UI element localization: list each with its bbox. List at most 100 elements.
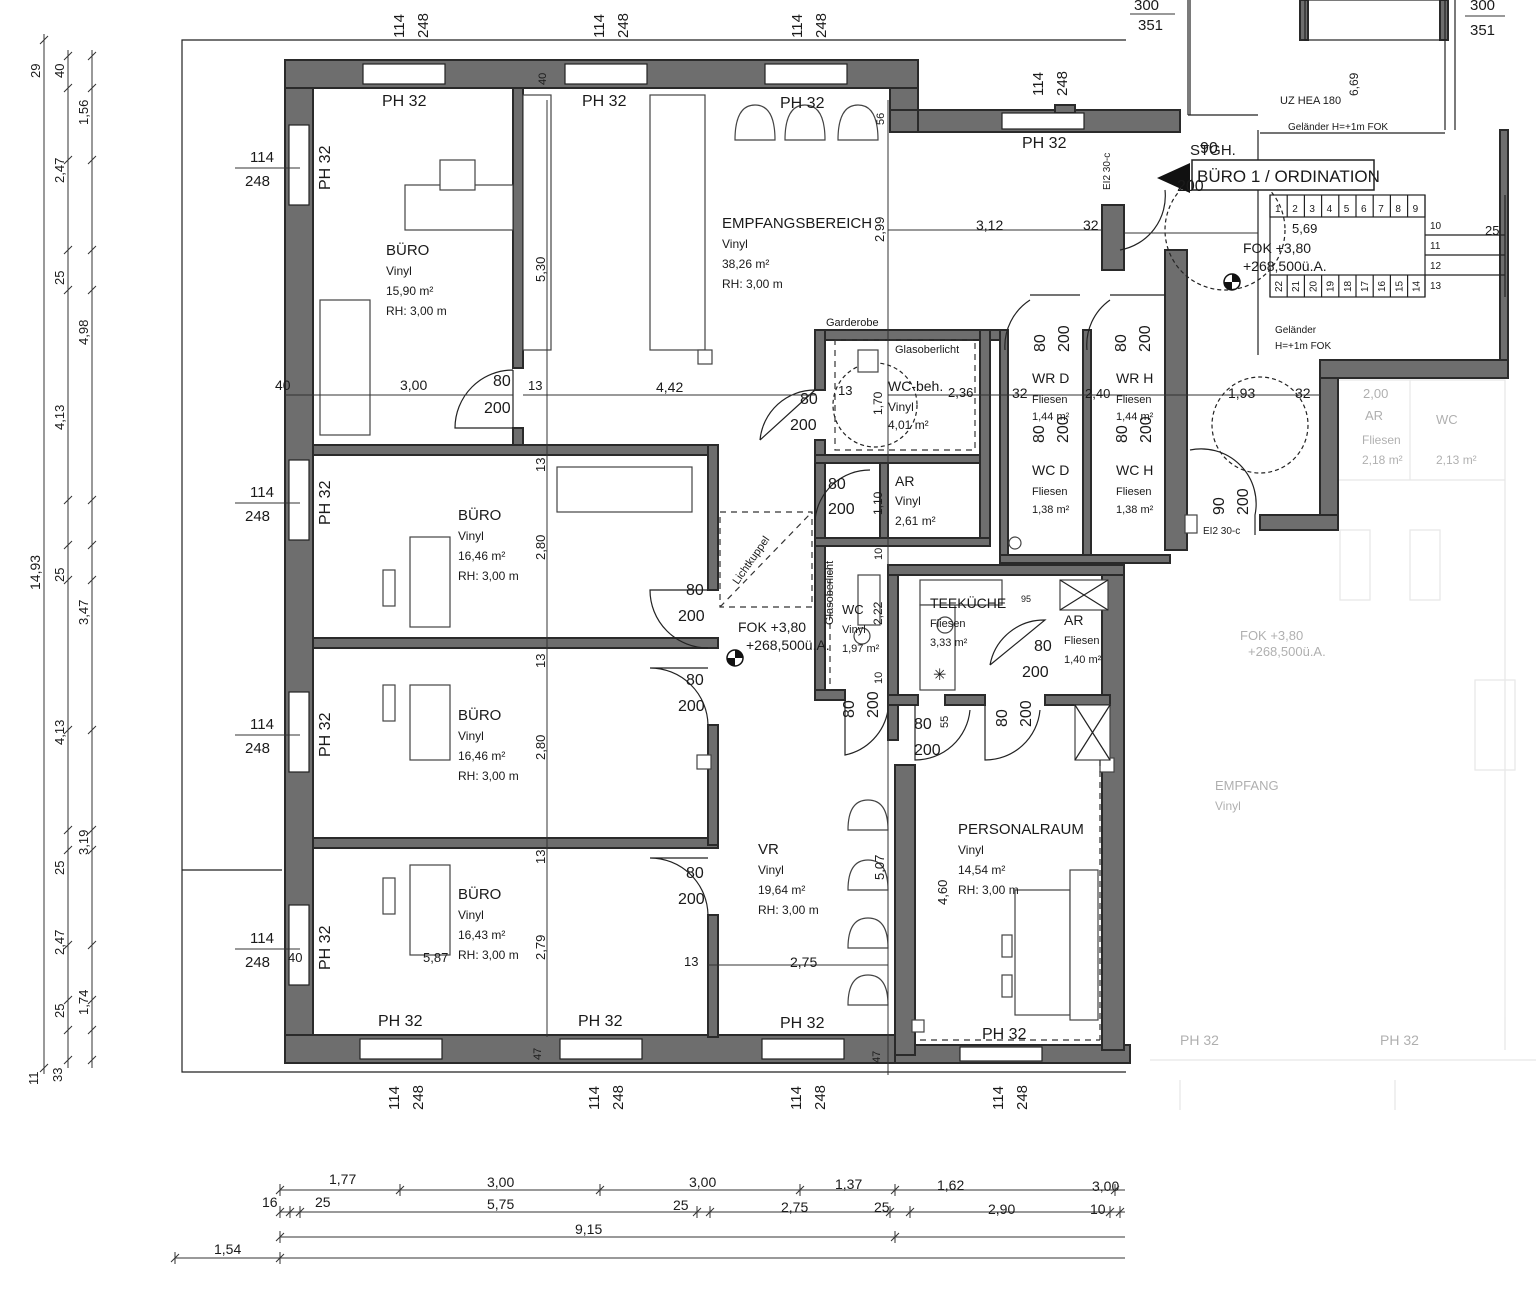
- dim-tick: [905, 1206, 915, 1218]
- window-top-1: [362, 63, 446, 85]
- garderobe-label: Garderobe: [826, 317, 879, 329]
- stair-step-5: 5: [1344, 204, 1350, 215]
- stair-step-17: 17: [1360, 280, 1371, 292]
- dim-tick: [295, 1206, 305, 1218]
- dim-tick: [275, 1206, 285, 1218]
- stair-step-3: 3: [1309, 204, 1315, 215]
- dim-tick: [595, 1184, 605, 1196]
- room-vr-height: RH: 3,00 m: [758, 903, 819, 917]
- unit-tag-arrow: [1157, 163, 1190, 193]
- dim-279: 2,79: [533, 935, 548, 960]
- door-height-3: 200: [678, 698, 705, 715]
- bottom-r1-4: 1,37: [835, 1176, 862, 1192]
- dim-tick: [63, 494, 73, 506]
- room-wc-beh: WC-beh. Vinyl 4,01 m²: [888, 378, 943, 432]
- room-wc-floor: Vinyl: [842, 624, 866, 636]
- stair-step-13: 13: [1430, 281, 1442, 292]
- door-width-v-5: 80: [841, 700, 858, 718]
- stair-step-10: 10: [1430, 221, 1442, 232]
- dim-tick: [795, 1184, 805, 1196]
- room-wc-d-floor: Fliesen: [1032, 486, 1067, 498]
- dim-tick: [285, 1206, 295, 1218]
- room-wc-beh-area: 4,01 m²: [888, 418, 929, 432]
- room-vr-area: 19,64 m²: [758, 883, 805, 897]
- door-width-v-4: 80: [1114, 425, 1131, 443]
- dim-tick: [275, 1231, 285, 1243]
- dim-110: 1,10: [871, 491, 885, 515]
- dim-tick: [63, 539, 73, 551]
- dim-312: 3,12: [976, 217, 1003, 233]
- dim-236: 2,36: [948, 385, 973, 400]
- stair-step-22: 22: [1274, 280, 1285, 292]
- window-h-left-3: 248: [245, 740, 270, 757]
- stair-step-7: 7: [1378, 204, 1384, 215]
- chair-vr-4: [847, 974, 889, 1006]
- room-ar-2: AR Fliesen 1,40 m²: [1064, 612, 1102, 666]
- dim-tick: [63, 724, 73, 736]
- room-buero-3-height: RH: 3,00 m: [458, 769, 519, 783]
- ghost-ph-a: PH 32: [1180, 1032, 1219, 1048]
- dim-47a: 47: [532, 1048, 544, 1060]
- window-label-top-2: PH 32: [582, 93, 627, 110]
- window-h-bottom-1: 248: [410, 1085, 427, 1110]
- stair-step-2: 2: [1292, 204, 1298, 215]
- room-buero-4-name: BÜRO: [458, 885, 501, 903]
- room-ar-2-name: AR: [1064, 612, 1083, 628]
- left-dim-5: 25: [52, 271, 67, 285]
- room-buero-1-area: 15,90 m²: [386, 284, 433, 298]
- window-w-top-1: 114: [391, 14, 408, 38]
- window-w-bottom-2: 114: [586, 1086, 603, 1110]
- room-buero-2-height: RH: 3,00 m: [458, 569, 519, 583]
- bottom-r2-6: 25: [874, 1199, 890, 1215]
- door-width-v-1: 80: [1032, 334, 1049, 352]
- room-buero-4-area: 16,43 m²: [458, 928, 505, 942]
- door-height-v-6: 200: [1018, 700, 1035, 727]
- door-height-v-3: 200: [1055, 416, 1072, 443]
- window-h-top-2: 248: [615, 13, 632, 38]
- window-label-left-1: PH 32: [317, 145, 334, 190]
- stair-step-15: 15: [1394, 280, 1405, 292]
- left-dim-10: 4,13: [52, 720, 67, 745]
- stair-step-14: 14: [1412, 280, 1423, 292]
- room-ar-1: AR Vinyl 2,61 m²: [895, 473, 936, 528]
- window-label-bottom-3: PH 32: [780, 1015, 825, 1032]
- room-empfang-floor: Vinyl: [722, 237, 748, 251]
- unit-tag-box: [1191, 159, 1375, 191]
- dim-tick: [63, 844, 73, 856]
- dim-tick: [39, 1062, 49, 1074]
- door-width-v-2: 80: [1113, 334, 1130, 352]
- desk-buero-3: [409, 684, 451, 761]
- door-width-3: 80: [686, 672, 704, 689]
- stair-step-11: 11: [1430, 241, 1441, 252]
- dim-tick: [87, 494, 97, 506]
- desk-buero-1: [404, 184, 514, 231]
- gelaender-bot-b: H=+1m FOK: [1275, 341, 1331, 352]
- window-left-2: [288, 459, 310, 541]
- window-w-bottom-3: 114: [788, 1086, 805, 1110]
- window-label-top-3: PH 32: [780, 95, 825, 112]
- lichtkuppel-label: Lichtkuppel: [731, 534, 773, 586]
- door-labels: 8080808080808080902002002002002002002002…: [484, 140, 1252, 908]
- top-351-left: 351: [1138, 17, 1163, 34]
- room-buero-3-name: BÜRO: [458, 706, 501, 724]
- dim-tick: [87, 574, 97, 586]
- window-w-top-3: 114: [789, 14, 806, 38]
- room-personal-floor: Vinyl: [958, 843, 984, 857]
- dim-40b: 40: [288, 950, 302, 965]
- room-vr-floor: Vinyl: [758, 863, 784, 877]
- door-width-9: 90: [1200, 140, 1218, 157]
- room-wc-h-name: WC H: [1116, 462, 1153, 478]
- bottom-r1-6: 3,00: [1092, 1178, 1119, 1194]
- chair-waiting-2: [784, 104, 826, 141]
- windows: [288, 63, 1085, 1062]
- window-label-bottom-2: PH 32: [578, 1013, 623, 1030]
- room-buero-2-name: BÜRO: [458, 506, 501, 524]
- chair-vr-1: [847, 799, 889, 831]
- dim-32c: 32: [1012, 385, 1028, 401]
- dim-tick: [87, 154, 97, 166]
- room-vr: VR Vinyl 19,64 m² RH: 3,00 m: [758, 841, 819, 917]
